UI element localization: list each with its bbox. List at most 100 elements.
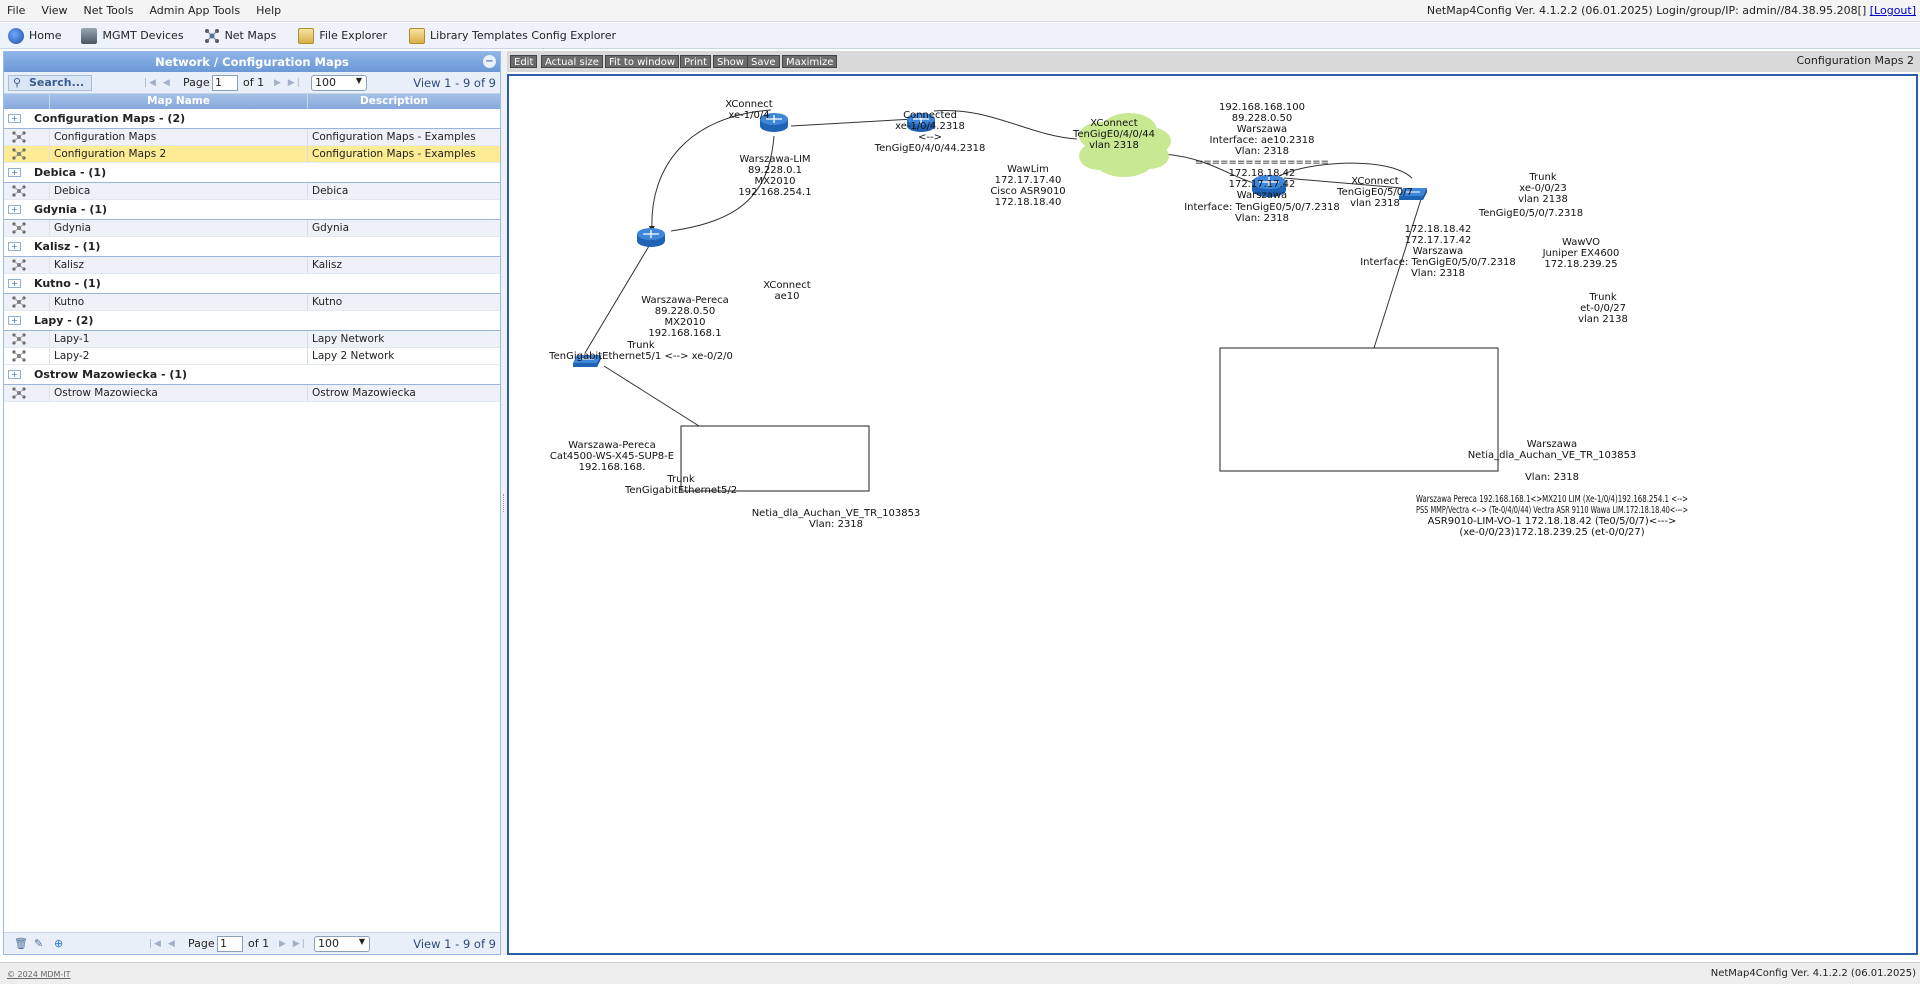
description-cell: Configuration Maps - Examples (312, 148, 476, 160)
actual-size-button[interactable]: Actual size (541, 55, 603, 68)
link-wawlim-cloud[interactable] (933, 109, 1078, 140)
link-warszawa-wawvo-trunk[interactable] (1278, 162, 1413, 179)
link-warszawa-wawvo[interactable] (1283, 177, 1403, 189)
home-button[interactable]: Home (0, 24, 69, 48)
first-prev-page-icons[interactable]: |◀ ◀ (144, 78, 172, 88)
link-wawvo-box[interactable] (1373, 195, 1423, 349)
description-cell: Lapy 2 Network (312, 350, 395, 362)
group-row[interactable]: +Kutno - (1) (4, 274, 500, 294)
network-map-icon (4, 183, 50, 199)
group-row[interactable]: +Gdynia - (1) (4, 200, 500, 220)
collapse-icon[interactable]: − (483, 55, 496, 68)
device-label: 172.18.18.40 (995, 197, 1062, 208)
view-info: View 1 - 9 of 9 (413, 76, 496, 90)
panel-splitter[interactable] (501, 51, 507, 955)
logout-link[interactable]: [Logout] (1869, 4, 1916, 17)
box-label: PSS MMP/Vectra <--> (Te-0/4/0/44) Vectra… (1416, 505, 1688, 516)
expand-icon[interactable]: + (8, 279, 21, 288)
group-label: Kalisz - (1) (34, 240, 101, 253)
menu-help[interactable]: Help (256, 4, 282, 17)
group-label: Debica - (1) (34, 166, 107, 179)
net-maps-button[interactable]: Net Maps (192, 24, 285, 48)
column-map-name[interactable]: Map Name (50, 94, 308, 109)
router-icon[interactable] (907, 113, 935, 132)
splitter-grip[interactable] (503, 494, 505, 512)
expand-icon[interactable]: + (8, 205, 21, 214)
connection-box-right[interactable] (1219, 347, 1499, 472)
expand-icon[interactable]: + (8, 370, 21, 379)
group-row[interactable]: +Configuration Maps - (2) (4, 109, 500, 129)
menu-file[interactable]: File (7, 4, 26, 17)
link-lim-wawlim[interactable] (790, 118, 915, 127)
group-row[interactable]: + Debica - (1) (4, 163, 500, 183)
group-row[interactable]: +Lapy - (2) (4, 311, 500, 331)
link-pereca-switch[interactable] (584, 245, 650, 354)
cloud-shape[interactable] (1079, 113, 1171, 177)
group-row[interactable]: +Ostrow Mazowiecka - (1) (4, 365, 500, 385)
menu-net-tools[interactable]: Net Tools (83, 4, 134, 17)
add-icon[interactable]: ⊕ (54, 937, 64, 950)
fit-to-window-button[interactable]: Fit to window (605, 55, 680, 68)
link-label: xe-0/0/23 (1519, 183, 1567, 194)
page-input[interactable]: 1 (217, 936, 243, 952)
device-label: 89.228.0.50 (655, 306, 715, 317)
router-icon[interactable] (1252, 175, 1286, 197)
link-pereca-lim-curve[interactable] (670, 135, 775, 232)
description-cell: Gdynia (312, 222, 350, 234)
map-row[interactable]: Lapy-2 Lapy 2 Network (4, 348, 500, 365)
save-button[interactable]: Save (747, 55, 780, 68)
expand-icon[interactable]: + (8, 242, 21, 251)
menu-admin-app-tools[interactable]: Admin App Tools (149, 4, 241, 17)
search-button[interactable]: ⚲ Search... (8, 75, 92, 91)
expand-icon[interactable]: + (8, 316, 21, 325)
edit-icon[interactable]: ✎ (34, 937, 44, 950)
group-row[interactable]: + Kalisz - (1) (4, 237, 500, 257)
search-label: Search... (29, 76, 85, 89)
device-label: MX2010 (755, 176, 796, 187)
delete-icon[interactable]: 🗑 (14, 937, 28, 950)
link-lim-pereca-curve[interactable] (648, 109, 772, 232)
router-icon[interactable] (760, 113, 788, 132)
page-label: Page (188, 937, 215, 950)
next-last-page-icons[interactable]: ▶ ▶| (274, 78, 302, 88)
library-templates-button[interactable]: Library Templates Config Explorer (395, 24, 624, 48)
print-button[interactable]: Print (680, 55, 712, 68)
first-prev-page-icons[interactable]: |◀ ◀ (149, 939, 177, 949)
expand-icon[interactable]: + (8, 114, 21, 123)
expand-icon[interactable]: + (8, 168, 21, 177)
link-switch-box[interactable] (603, 365, 700, 427)
show-button[interactable]: Show (713, 55, 748, 68)
maximize-button[interactable]: Maximize (782, 55, 838, 68)
menu-view[interactable]: View (41, 4, 68, 17)
link-cloud-warszawa[interactable] (1163, 153, 1255, 184)
copyright-link[interactable]: © 2024 MDM-IT (7, 970, 71, 979)
device-label: 172.17.17.42 (1405, 235, 1472, 246)
column-description[interactable]: Description (360, 95, 428, 107)
file-explorer-button[interactable]: File Explorer (284, 24, 395, 48)
box-label: (xe-0/0/23)172.18.239.25 (et-0/0/27) (1459, 527, 1644, 538)
cloud-label: Interface: TenGigE0/5/0/7.2318 (1184, 202, 1340, 213)
edit-button[interactable]: Edit (510, 55, 538, 68)
switch-icon[interactable] (1399, 188, 1427, 200)
router-icon[interactable] (637, 228, 665, 247)
page-input[interactable]: 1 (212, 75, 238, 91)
connection-box-left[interactable] (680, 425, 870, 492)
page-size-select[interactable]: 100 ▼ (311, 75, 367, 91)
mgmt-devices-button[interactable]: MGMT Devices (69, 24, 191, 48)
page-size-select[interactable]: 100 ▼ (314, 936, 370, 952)
switch-icon[interactable] (573, 355, 601, 367)
next-last-page-icons[interactable]: ▶ ▶| (279, 939, 307, 949)
panel-header: Network / Configuration Maps − (4, 52, 500, 72)
link-label: vlan 2138 (1578, 314, 1628, 325)
map-name-cell: Lapy-2 (50, 348, 308, 364)
